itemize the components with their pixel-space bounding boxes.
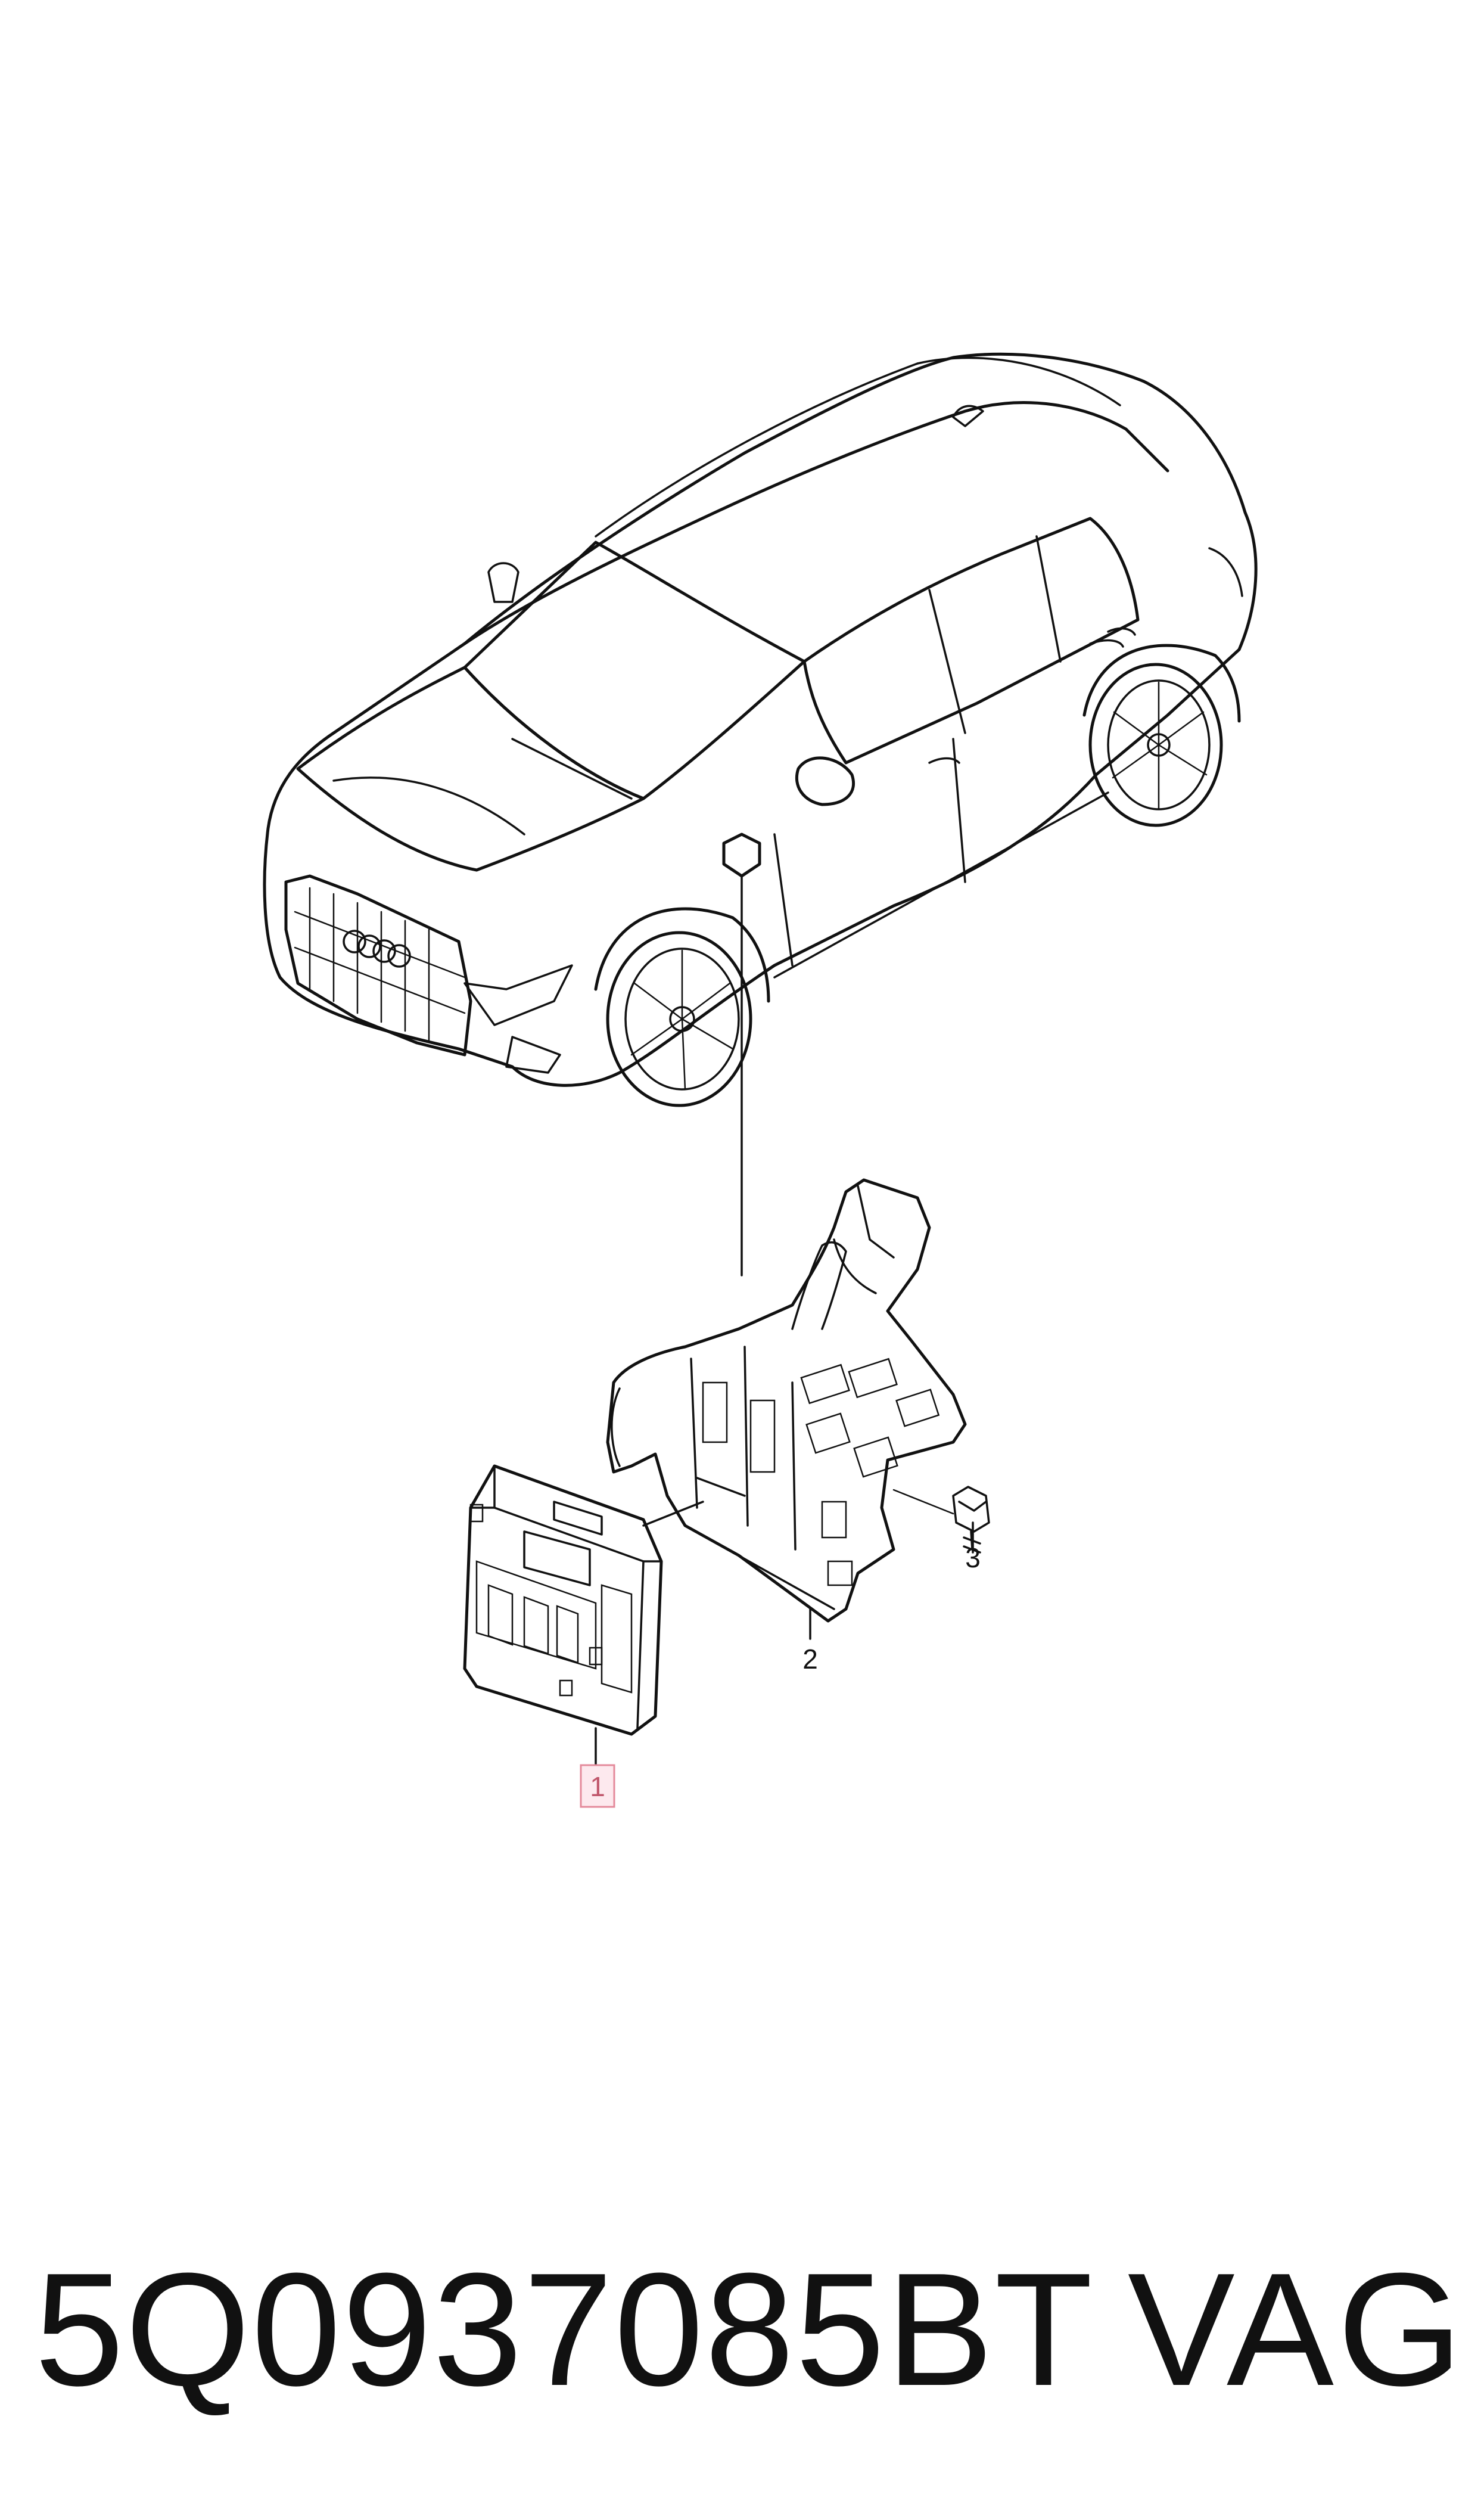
footer: 5Q0937085BT VAG: [0, 2241, 1484, 2419]
callout-3[interactable]: 3: [965, 1542, 981, 1573]
vehicle-illustration: [263, 352, 1258, 1107]
control-module-illustration: [463, 1464, 704, 1736]
manufacturer-label: VAG: [1127, 2240, 1466, 2419]
callout-2[interactable]: 2: [802, 1644, 818, 1675]
part-number: 5Q0937085BT: [35, 2240, 1094, 2419]
callout-1-highlight: [580, 1764, 615, 1808]
callout-1[interactable]: 1: [590, 1771, 605, 1802]
mounting-bracket-illustration: [606, 1178, 967, 1623]
